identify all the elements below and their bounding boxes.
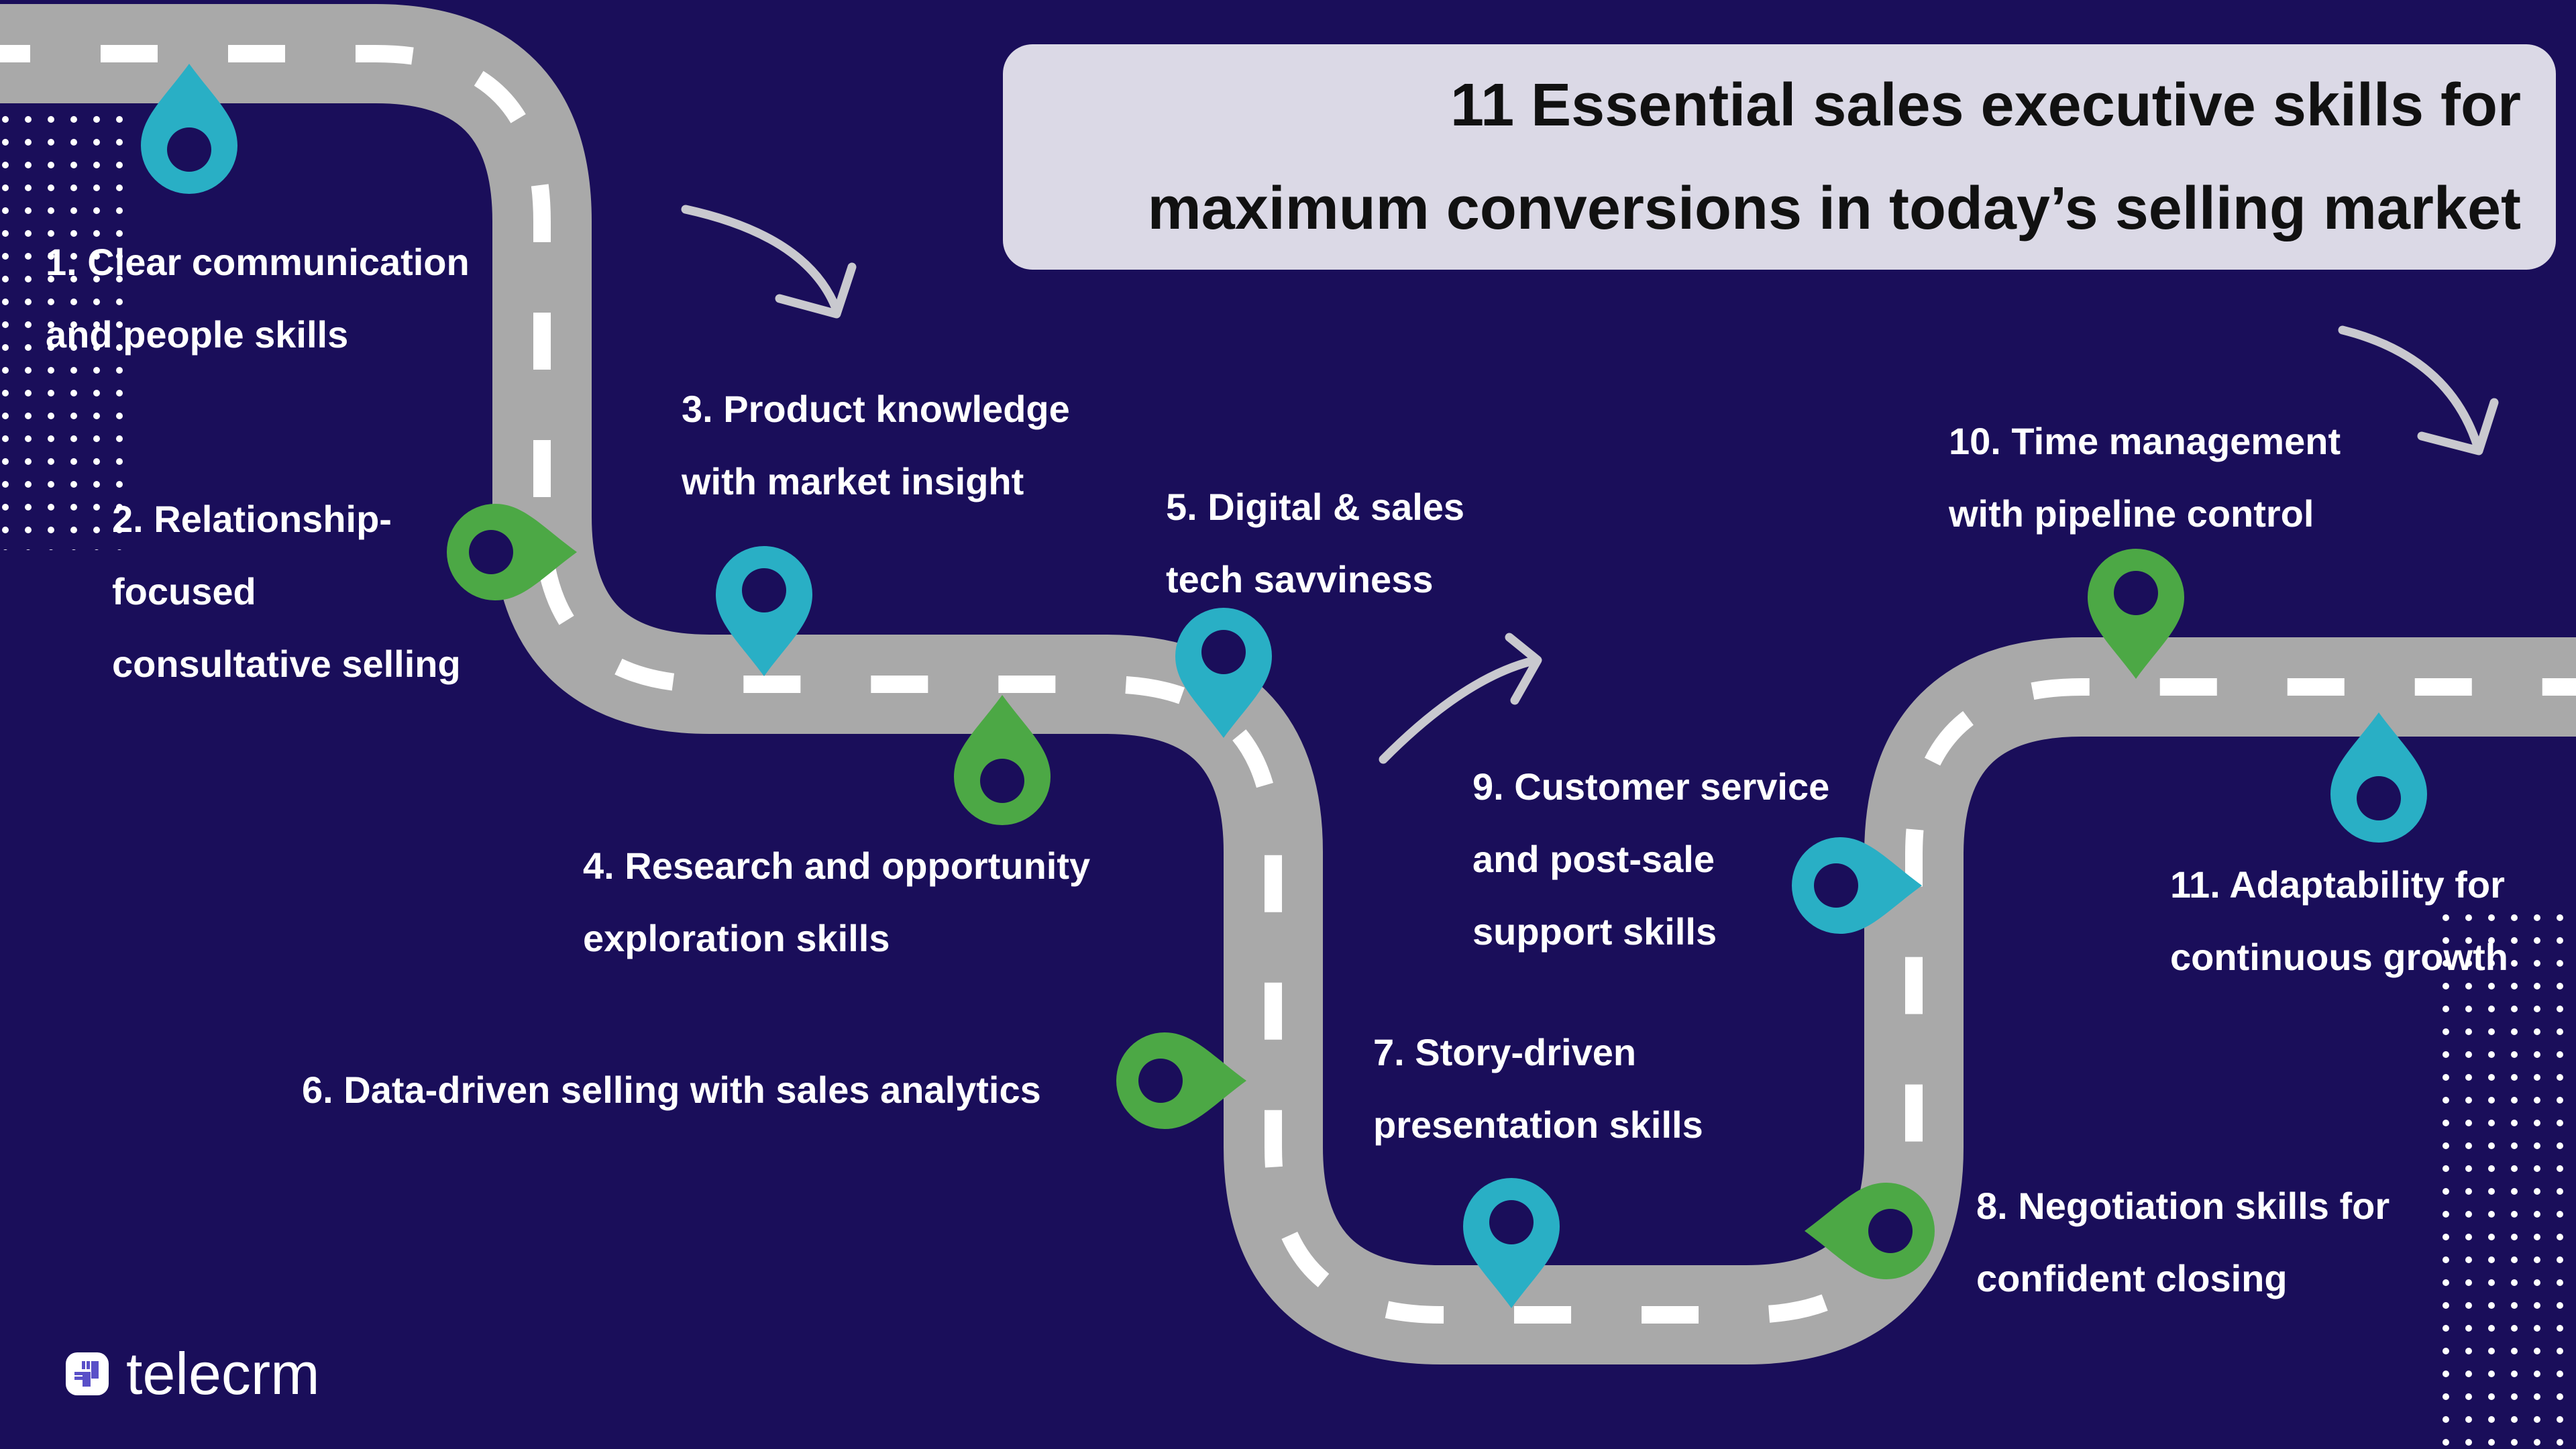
pin-skill-10-icon [2088, 549, 2184, 679]
telecrm-glyph [74, 1361, 99, 1387]
pin-skill-6-icon [1116, 1032, 1246, 1129]
title-line-1: 11 Essential sales executive skills for [1450, 72, 2521, 139]
skill-1-line-1: 1. Clear communication [46, 241, 470, 283]
skill-label-10: 10. Time management with pipeline contro… [1949, 405, 2341, 550]
skill-3-line-2: with market insight [682, 460, 1024, 502]
skill-11-line-2: continuous growth [2170, 936, 2508, 978]
telecrm-logo-icon [66, 1352, 109, 1395]
brand-logo: telecrm [66, 1344, 320, 1403]
skill-10-line-2: with pipeline control [1949, 492, 2314, 535]
skill-7-line-1: 7. Story-driven [1373, 1031, 1637, 1073]
pin-skill-5-icon [1175, 608, 1272, 738]
skill-label-1: 1. Clear communication and people skills [46, 226, 470, 371]
skill-label-9: 9. Customer service and post-sale suppor… [1472, 751, 1829, 968]
pin-skill-7-icon [1463, 1178, 1560, 1308]
skill-2-line-2: focused [112, 570, 256, 612]
skill-3-line-1: 3. Product knowledge [682, 388, 1070, 430]
title-line-2: maximum conversions in today’s selling m… [1147, 175, 2521, 242]
pin-skill-3-icon [716, 546, 812, 676]
skill-11-line-1: 11. Adaptability for [2170, 863, 2505, 906]
skill-label-6: 6. Data-driven selling with sales analyt… [302, 1054, 1041, 1126]
skill-2-line-3: consultative selling [112, 643, 461, 685]
skill-label-11: 11. Adaptability for continuous growth [2170, 849, 2508, 994]
skill-6-line-1: 6. Data-driven selling with sales analyt… [302, 1069, 1041, 1111]
skill-label-4: 4. Research and opportunity exploration … [583, 830, 1090, 975]
skill-8-line-1: 8. Negotiation skills for [1976, 1185, 2390, 1227]
skill-7-line-2: presentation skills [1373, 1104, 1703, 1146]
skill-label-3: 3. Product knowledge with market insight [682, 373, 1070, 518]
pin-skill-9-icon [1792, 837, 1922, 934]
curved-arrow-middle [1379, 633, 1542, 764]
skill-10-line-1: 10. Time management [1949, 420, 2341, 462]
pin-skill-8-icon [1805, 1183, 1935, 1279]
skill-9-line-3: support skills [1472, 910, 1717, 953]
skill-1-line-2: and people skills [46, 313, 349, 356]
skill-label-8: 8. Negotiation skills for confident clos… [1976, 1170, 2390, 1315]
pin-skill-1-icon [141, 64, 237, 194]
road-centerline [0, 45, 2576, 1324]
skill-label-7: 7. Story-driven presentation skills [1373, 1016, 1703, 1161]
skill-5-line-2: tech savviness [1166, 558, 1434, 600]
skill-2-line-1: 2. Relationship- [112, 498, 392, 540]
dot-grid-left [1, 70, 129, 550]
skill-9-line-2: and post-sale [1472, 838, 1715, 880]
telecrm-wordmark: telecrm [126, 1340, 320, 1407]
curved-arrow-top-right [2338, 325, 2499, 455]
skill-5-line-1: 5. Digital & sales [1166, 486, 1465, 528]
skill-4-line-2: exploration skills [583, 917, 890, 959]
skill-8-line-2: confident closing [1976, 1257, 2288, 1299]
skill-4-line-1: 4. Research and opportunity [583, 845, 1091, 887]
dot-grid-bottom-right [2432, 899, 2576, 1449]
skill-9-line-1: 9. Customer service [1472, 765, 1830, 808]
skill-label-5: 5. Digital & sales tech savviness [1166, 471, 1464, 616]
skill-label-2: 2. Relationship- focused consultative se… [112, 483, 461, 700]
pin-skill-11-icon [2330, 712, 2427, 843]
title-box: 11 Essential sales executive skills for … [1003, 44, 2556, 270]
pin-skill-4-icon [954, 695, 1051, 825]
curved-arrow-top-left [681, 205, 857, 319]
pin-skill-2-icon [447, 504, 577, 600]
